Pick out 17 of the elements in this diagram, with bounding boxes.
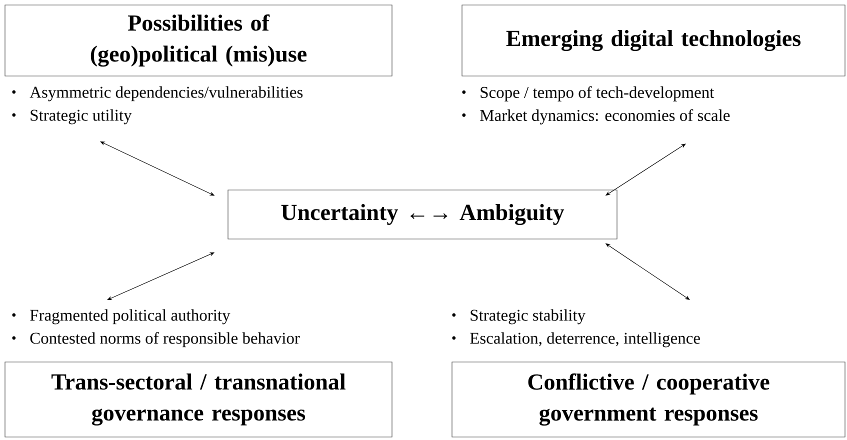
bullet-list: Asymmetric dependencies/vulnerabilities Strategic utility [12, 86, 303, 124]
heading-box: Conflictive / cooperative government responses [452, 362, 846, 438]
bullet-list: Scope / tempo of tech-development Market dynamics: economies of scale [462, 86, 730, 124]
node-label: Escalation, deterrence, intelligence [470, 332, 700, 348]
heading-box: Possibilities of (geo)political (mis)use [4, 4, 392, 76]
node-label: Strategic utility [30, 109, 132, 124]
heading-box: Uncertainty ←→ Ambiguity [228, 190, 618, 240]
node-label: Scope / tempo of tech-development [480, 86, 714, 102]
heading-box: Trans-sectoral / transnational governance responses [4, 362, 392, 438]
bullet-list: Fragmented political authority Contested norms of responsible behavior [12, 309, 300, 348]
node-label: Fragmented political authority [30, 309, 230, 324]
bullet-list: Strategic stability Escalation, deterrence, intelligence [452, 309, 700, 348]
heading-box: Emerging digital technologies [462, 4, 846, 76]
node-label: Market dynamics: economies of scale [480, 109, 730, 124]
node-label: Contested norms of responsible behavior [30, 332, 300, 348]
node-label: Asymmetric dependencies/vulnerabilities [30, 86, 303, 102]
node-label: Strategic stability [470, 309, 586, 324]
